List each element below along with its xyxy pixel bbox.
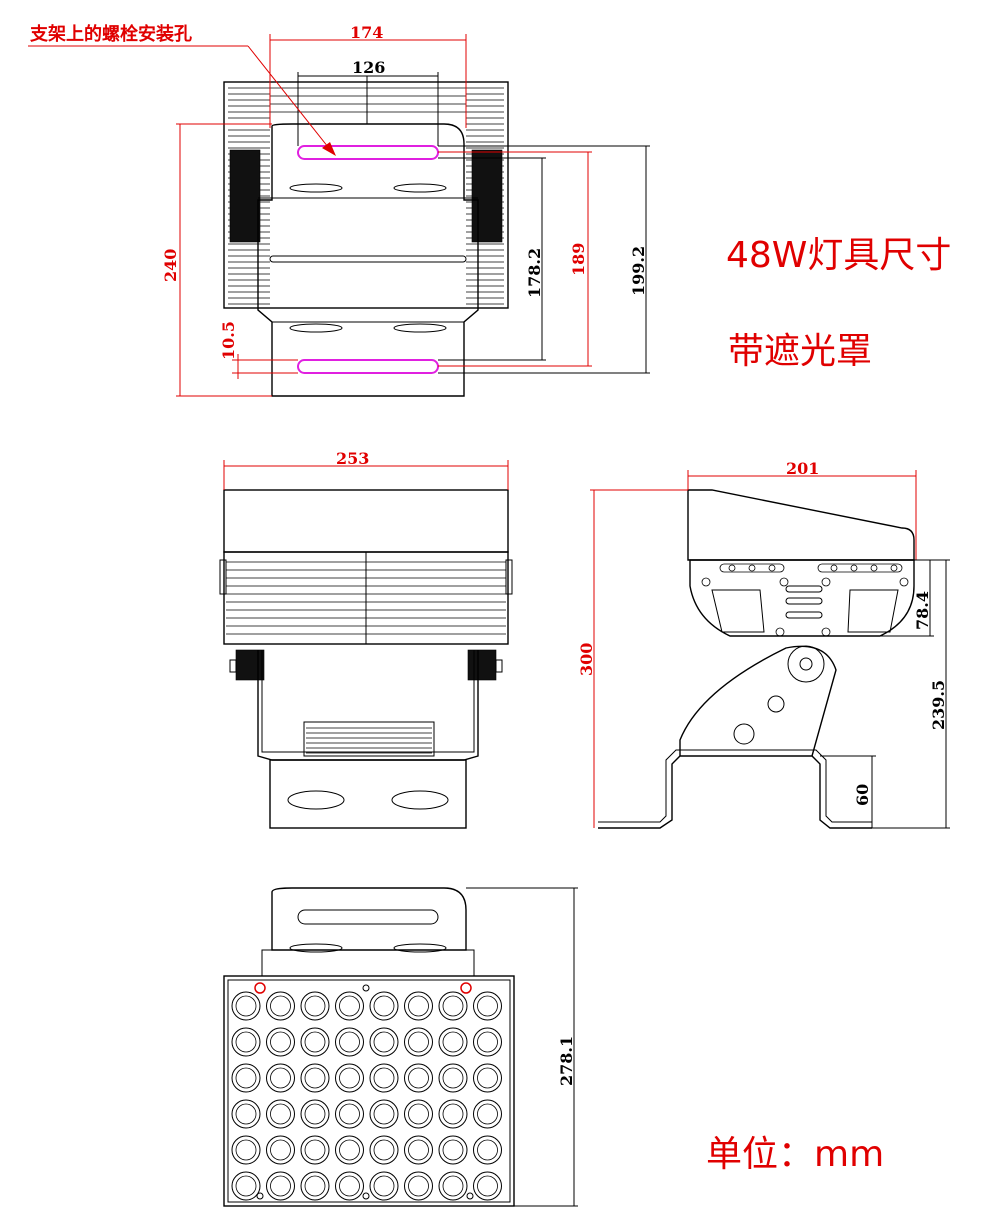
led-lens: [369, 991, 399, 1021]
led-lens: [266, 1171, 295, 1201]
dim-189: 189: [569, 243, 588, 276]
led-lens: [438, 1135, 468, 1165]
front-view: [219, 460, 513, 829]
callout-label: 支架上的螺栓安装孔: [29, 23, 192, 45]
led-lens: [438, 1063, 468, 1093]
led-lens: [473, 1135, 502, 1165]
led-lens: [369, 1027, 399, 1057]
led-lens: [231, 1171, 261, 1201]
dim-240: 240: [161, 249, 180, 282]
led-lens: [231, 991, 261, 1021]
callout-arrowhead: [322, 142, 336, 156]
led-lens: [266, 1135, 295, 1165]
led-lens: [473, 991, 502, 1021]
dim-253: 253: [336, 449, 369, 468]
left-pivot-mechanism: [229, 149, 261, 243]
unit-label: 单位：mm: [706, 1134, 884, 1175]
led-lens: [335, 991, 364, 1021]
led-lens: [300, 1099, 330, 1129]
led-lens: [266, 1099, 295, 1129]
left-knob: [235, 649, 265, 681]
led-grid: [231, 991, 502, 1201]
led-lens: [335, 1027, 364, 1057]
led-panel: [223, 975, 515, 1207]
driver-fins: [306, 727, 432, 754]
led-lens: [300, 991, 330, 1021]
led-lens: [300, 1063, 330, 1093]
side-view: [590, 470, 950, 829]
pivot-gear: [787, 645, 825, 683]
led-lens: [231, 1063, 261, 1093]
led-lens: [369, 1099, 399, 1129]
dim-199-2: 199.2: [629, 246, 648, 296]
led-lens: [369, 1171, 399, 1201]
dim-10-5: 10.5: [219, 321, 238, 360]
led-lens: [404, 1063, 433, 1093]
led-lens: [231, 1135, 261, 1165]
bottom-view: [223, 887, 578, 1207]
led-lens: [266, 1063, 295, 1093]
dim-239-5: 239.5: [929, 680, 948, 730]
right-pivot-mechanism: [471, 149, 503, 243]
led-lens: [473, 1027, 502, 1057]
dim-201: 201: [786, 459, 819, 478]
dim-126: 126: [352, 58, 385, 77]
dim-178-2: 178.2: [525, 248, 544, 298]
led-lens: [473, 1171, 502, 1201]
side-holes: [701, 563, 909, 637]
title-48w-dimensions: 48W灯具尺寸: [726, 235, 951, 276]
led-lens: [300, 1171, 330, 1201]
front-view-heatsink-fins: [226, 561, 506, 635]
dim-60: 60: [853, 784, 872, 806]
led-lens: [404, 1099, 433, 1129]
mount-screw-right: [460, 982, 472, 994]
led-lens: [369, 1135, 399, 1165]
dim-278-1: 278.1: [557, 1036, 576, 1086]
led-lens: [404, 1171, 433, 1201]
led-lens: [404, 1135, 433, 1165]
led-lens: [404, 1027, 433, 1057]
led-lens: [300, 1135, 330, 1165]
led-lens: [266, 991, 295, 1021]
led-lens: [335, 1135, 364, 1165]
led-lens: [473, 1099, 502, 1129]
dim-174: 174: [350, 23, 383, 42]
led-lens: [473, 1063, 502, 1093]
led-lens: [300, 1027, 330, 1057]
led-lens: [438, 991, 468, 1021]
led-lens: [266, 1027, 295, 1057]
top-view-heatsink-fins: [228, 87, 504, 305]
led-lens: [438, 1171, 468, 1201]
led-lens: [335, 1099, 364, 1129]
led-lens: [335, 1063, 364, 1093]
led-lens: [231, 1099, 261, 1129]
dim-300: 300: [577, 643, 596, 676]
led-lens: [231, 1027, 261, 1057]
led-lens: [369, 1063, 399, 1093]
right-knob: [467, 649, 497, 681]
dim-78-4: 78.4: [913, 591, 932, 630]
bolt-slot-bottom: [297, 359, 439, 374]
led-lens: [438, 1027, 468, 1057]
led-lens: [404, 991, 433, 1021]
led-lens: [438, 1099, 468, 1129]
top-view: [28, 34, 650, 397]
subtitle-with-shade: 带遮光罩: [728, 331, 872, 372]
mount-screw-left: [254, 982, 266, 994]
bolt-slot-top: [297, 145, 439, 160]
led-lens: [335, 1171, 364, 1201]
